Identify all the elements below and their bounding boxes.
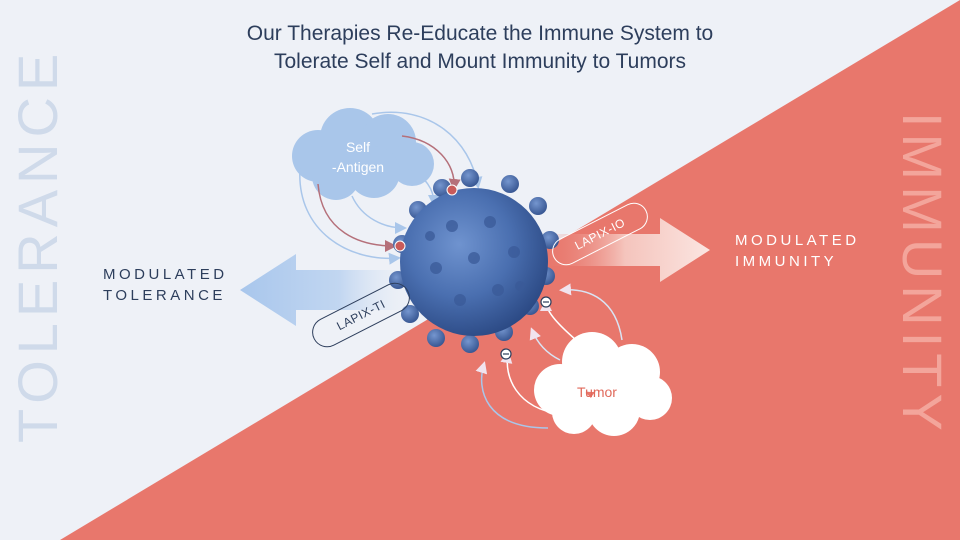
inhibition-markers bbox=[500, 296, 552, 360]
tolerance-arrow bbox=[240, 254, 420, 326]
self-antigen-line-1: Self bbox=[345, 139, 371, 155]
modulated-tolerance-label: MODULATED TOLERANCE bbox=[103, 264, 228, 306]
modulated-immunity-line-1: MODULATED bbox=[735, 232, 860, 249]
tumor-label: Tumor bbox=[577, 384, 617, 400]
modulated-tolerance-line-2: TOLERANCE bbox=[103, 287, 226, 304]
immunity-side-word: IMMUNITY bbox=[891, 112, 954, 437]
self-antigen-line-2: -Antigen bbox=[331, 159, 385, 175]
tumor-cloud bbox=[534, 332, 672, 436]
modulated-immunity-line-2: IMMUNITY bbox=[735, 253, 838, 270]
modulated-immunity-label: MODULATED IMMUNITY bbox=[735, 230, 860, 272]
tolerance-side-word: TOLERANCE bbox=[6, 47, 69, 443]
self-antigen-arrows bbox=[299, 111, 483, 265]
title-line-2: Tolerate Self and Mount Immunity to Tumo… bbox=[273, 50, 686, 73]
self-antigen-label: Self -Antigen bbox=[318, 137, 398, 177]
immune-particle bbox=[389, 169, 559, 353]
slide-title: Our Therapies Re-Educate the Immune Syst… bbox=[0, 20, 960, 76]
immunity-arrow bbox=[540, 218, 710, 282]
modulated-tolerance-line-1: MODULATED bbox=[103, 266, 228, 283]
title-line-1: Our Therapies Re-Educate the Immune Syst… bbox=[246, 22, 714, 45]
self-antigen-cloud bbox=[292, 108, 434, 200]
